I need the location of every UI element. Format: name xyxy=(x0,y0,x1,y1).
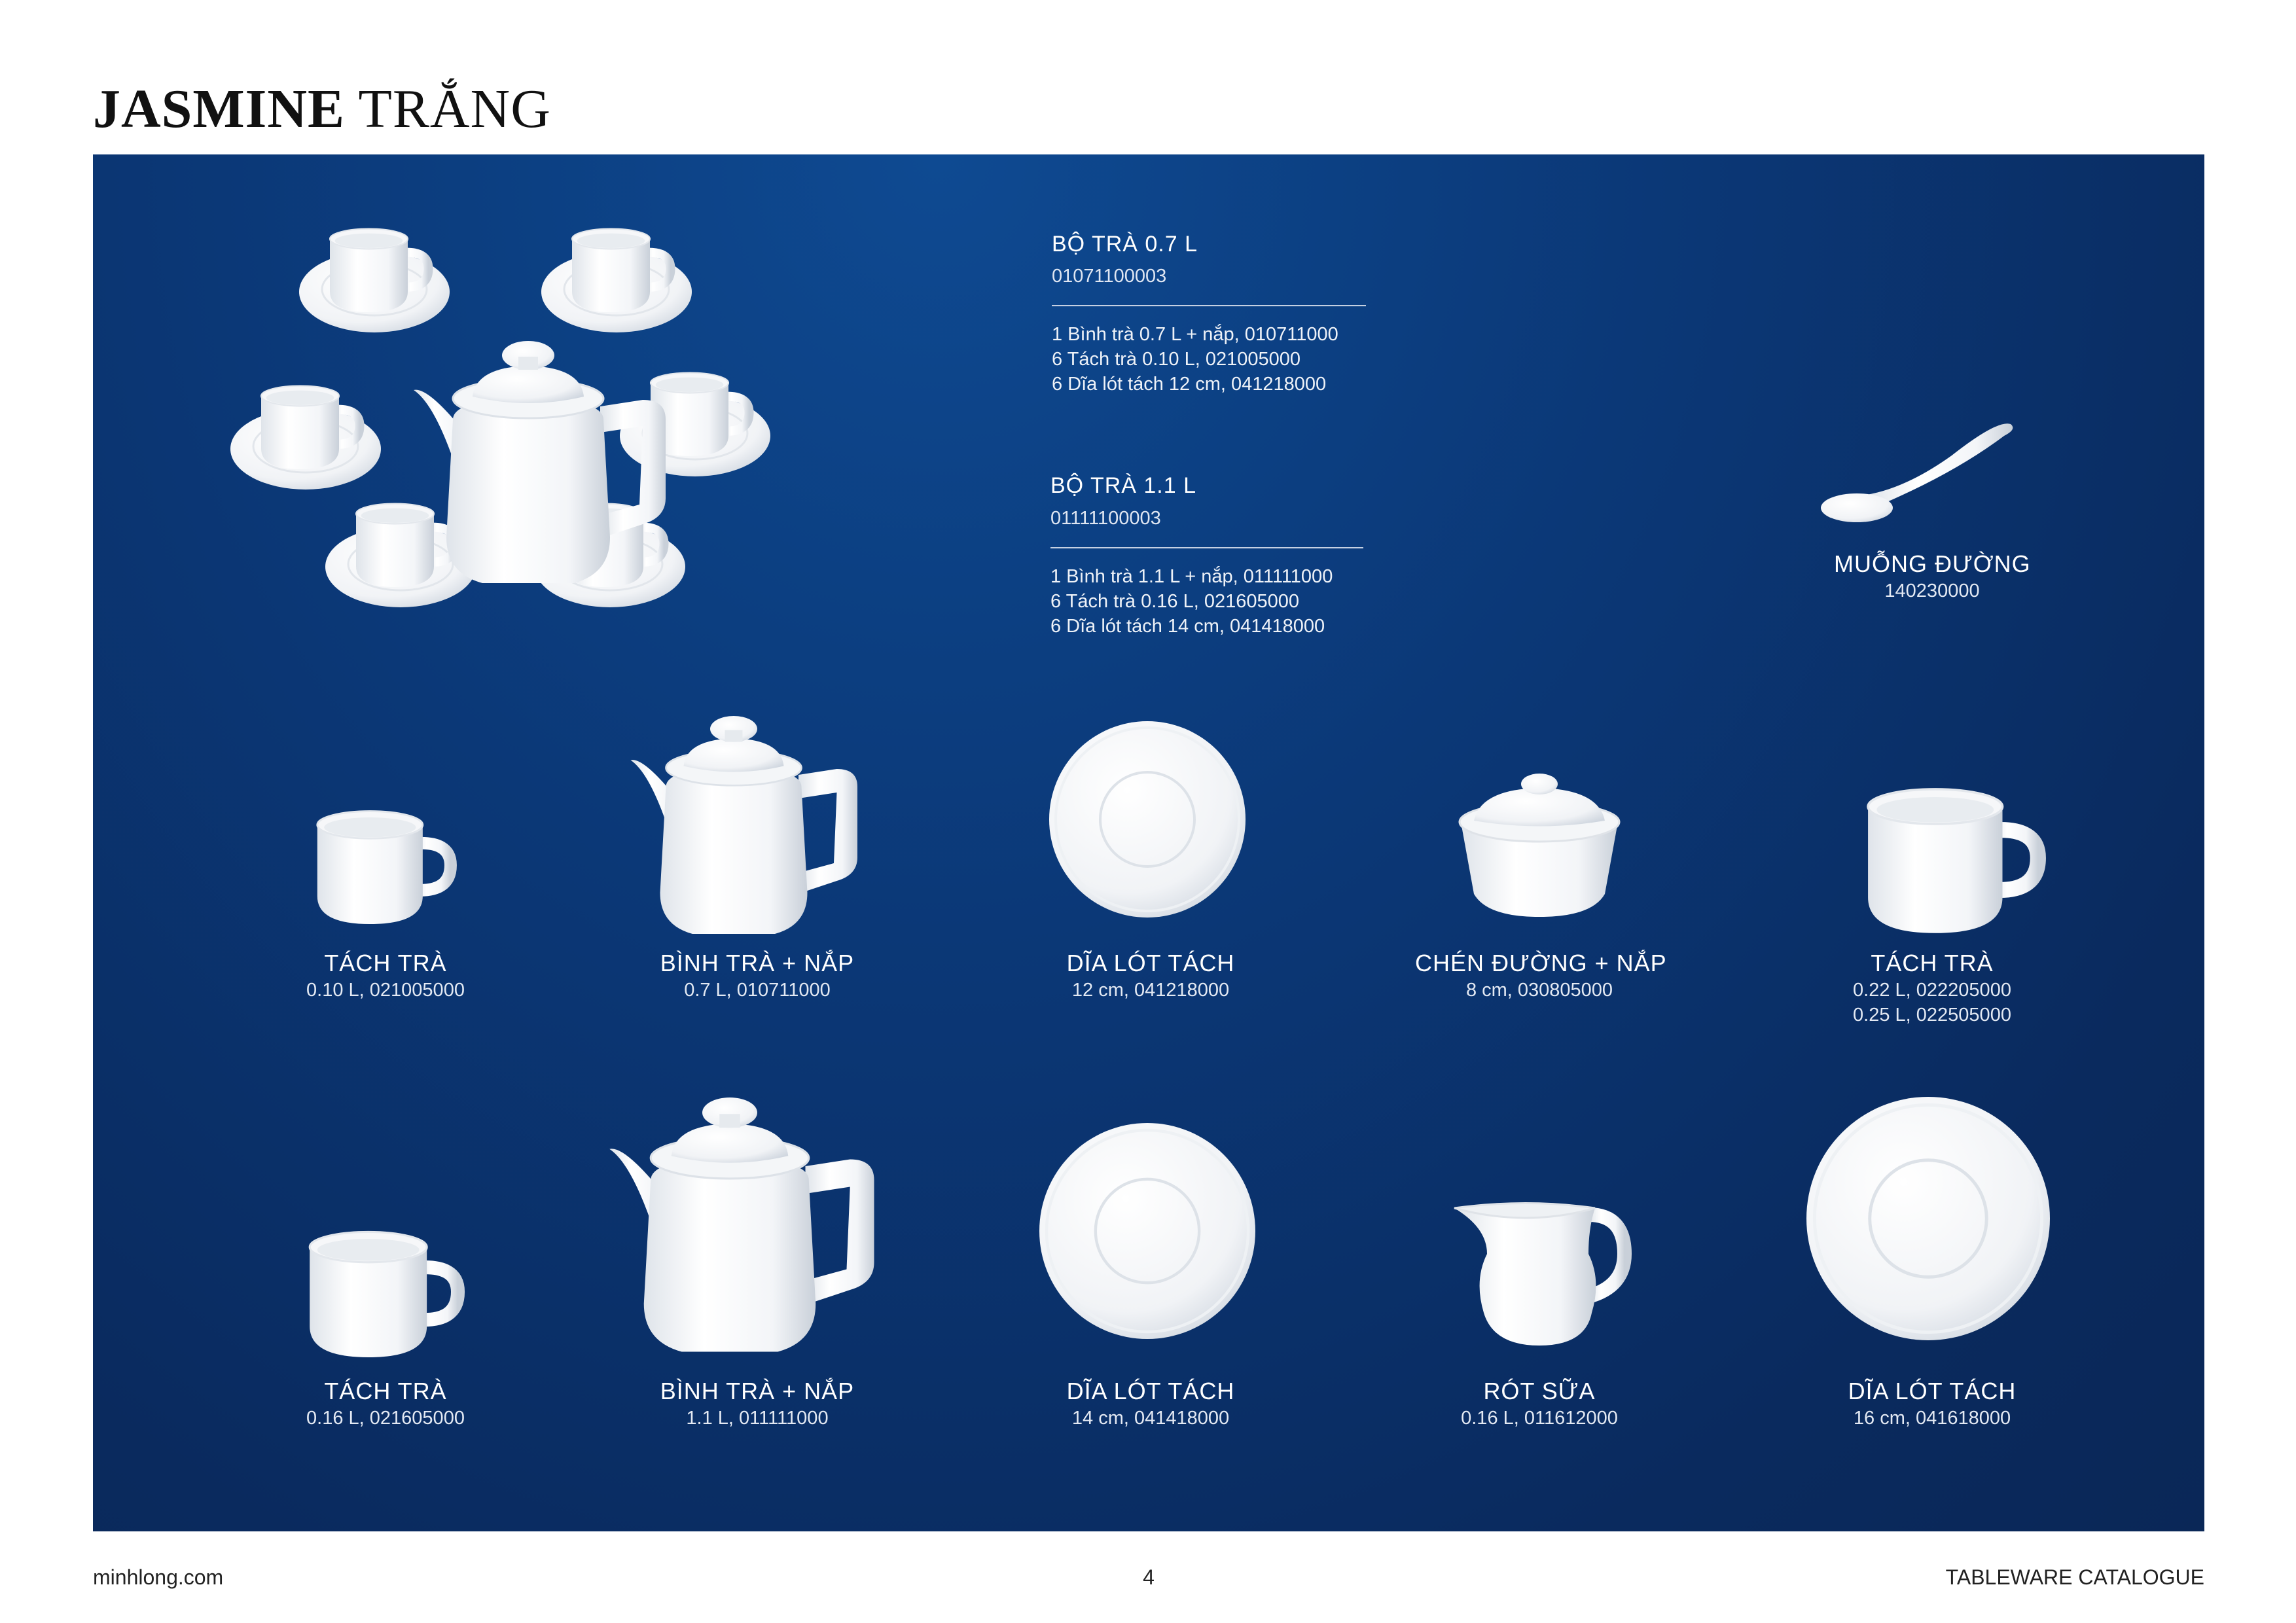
product-name: DĨA LÓT TÁCH xyxy=(1066,950,1235,976)
product-detail: 1.1 L, 011111000 xyxy=(686,1408,829,1429)
saucer-12-image xyxy=(1048,720,1247,919)
set-item: 6 Dĩa lót tách 14 cm, 041418000 xyxy=(1050,616,1325,637)
product-name: BÌNH TRÀ + NẮP xyxy=(660,1378,855,1404)
product-name: CHÉN ĐƯỜNG + NẮP xyxy=(1415,950,1667,976)
product-name: TÁCH TRÀ xyxy=(324,1378,447,1404)
product-caption: DĨA LÓT TÁCH 16 cm, 041618000 xyxy=(1834,1377,2030,1431)
product-caption: DĨA LÓT TÁCH 12 cm, 041218000 xyxy=(1059,949,1242,1003)
sugar-spoon-image xyxy=(1821,423,2013,522)
product-caption: TÁCH TRÀ 0.22 L, 022205000 0.25 L, 02250… xyxy=(1834,949,2030,1027)
set-divider-11 xyxy=(1050,547,1363,548)
product-caption: CHÉN ĐƯỜNG + NẮP 8 cm, 030805000 xyxy=(1415,949,1667,1003)
product-caption: TÁCH TRÀ 0.16 L, 021605000 xyxy=(304,1377,467,1431)
product-detail: 0.10 L, 021005000 xyxy=(306,980,465,1001)
product-detail: 0.22 L, 022205000 xyxy=(1853,980,2011,1001)
set-item: 6 Tách trà 0.16 L, 021605000 xyxy=(1050,591,1299,612)
product-name: RÓT SỮA xyxy=(1483,1378,1596,1404)
product-detail: 12 cm, 041218000 xyxy=(1071,980,1230,1001)
product-name: BÌNH TRÀ + NẮP xyxy=(660,950,855,976)
set-title-11: BỘ TRÀ 1.1 L xyxy=(1050,473,1197,498)
tea-cup-016-image xyxy=(300,1226,471,1357)
page-number: 4 xyxy=(1143,1565,1155,1589)
saucer-14-image xyxy=(1039,1123,1255,1339)
title-rest: TRẮNG xyxy=(358,79,551,139)
tea-cup-010-image xyxy=(307,806,464,924)
product-panel: BỘ TRÀ 0.7 L 01071100003 1 Bình trà 0.7 … xyxy=(93,154,2204,1531)
tea-cup-022-image xyxy=(1860,783,2050,933)
set-code-11: 01111100003 xyxy=(1050,508,1161,529)
teapot-07-image xyxy=(630,715,859,935)
set-item: 6 Dĩa lót tách 12 cm, 041218000 xyxy=(1052,374,1327,395)
set-item: 6 Tách trà 0.10 L, 021005000 xyxy=(1052,349,1300,370)
saucer-16-image xyxy=(1806,1097,2050,1340)
product-detail: 0.25 L, 022505000 xyxy=(1853,1005,2011,1026)
product-name: DĨA LÓT TÁCH xyxy=(1066,1378,1235,1404)
product-detail: 0.16 L, 021605000 xyxy=(306,1408,465,1429)
product-caption: BÌNH TRÀ + NẮP 1.1 L, 011111000 xyxy=(659,1377,855,1431)
teapot-11-image xyxy=(608,1096,876,1353)
set-item: 1 Bình trà 1.1 L + nắp, 011111000 xyxy=(1050,566,1333,587)
set-items-11: 1 Bình trà 1.1 L + nắp, 011111000 6 Tách… xyxy=(1050,564,1333,639)
set-code-07: 01071100003 xyxy=(1052,266,1167,287)
title-bold: JASMINE xyxy=(93,79,346,139)
product-name: TÁCH TRÀ xyxy=(1871,950,1994,976)
sugar-bowl-image xyxy=(1458,774,1621,917)
set-divider-07 xyxy=(1052,305,1366,306)
product-name: MUỖNG ĐƯỜNG xyxy=(1834,550,2031,577)
product-caption: RÓT SỮA 0.16 L, 011612000 xyxy=(1448,1377,1631,1431)
product-name: DĨA LÓT TÁCH xyxy=(1848,1378,2017,1404)
product-detail: 16 cm, 041618000 xyxy=(1853,1408,2011,1429)
product-code: 140230000 xyxy=(1884,580,1980,601)
product-detail: 0.7 L, 010711000 xyxy=(684,980,831,1001)
set-item: 1 Bình trà 0.7 L + nắp, 010711000 xyxy=(1052,324,1338,345)
milk-jug-image xyxy=(1454,1202,1632,1346)
product-caption: DĨA LÓT TÁCH 14 cm, 041418000 xyxy=(1059,1377,1242,1431)
product-name: TÁCH TRÀ xyxy=(324,950,447,976)
footer-catalogue-label: TABLEWARE CATALOGUE xyxy=(1945,1565,2204,1589)
footer-website[interactable]: minhlong.com xyxy=(93,1565,224,1589)
product-detail: 8 cm, 030805000 xyxy=(1465,980,1613,1001)
set-title-07: BỘ TRÀ 0.7 L xyxy=(1052,232,1198,257)
set-items-07: 1 Bình trà 0.7 L + nắp, 010711000 6 Tách… xyxy=(1052,322,1338,397)
spoon-caption: MUỖNG ĐƯỜNG 140230000 xyxy=(1834,550,2030,603)
product-detail: 14 cm, 041418000 xyxy=(1071,1408,1230,1429)
product-detail: 0.16 L, 011612000 xyxy=(1461,1408,1618,1429)
page-title: JASMINE TRẮNG xyxy=(93,77,551,141)
product-caption: TÁCH TRÀ 0.10 L, 021005000 xyxy=(304,949,467,1003)
product-caption: BÌNH TRÀ + NẮP 0.7 L, 010711000 xyxy=(659,949,855,1003)
